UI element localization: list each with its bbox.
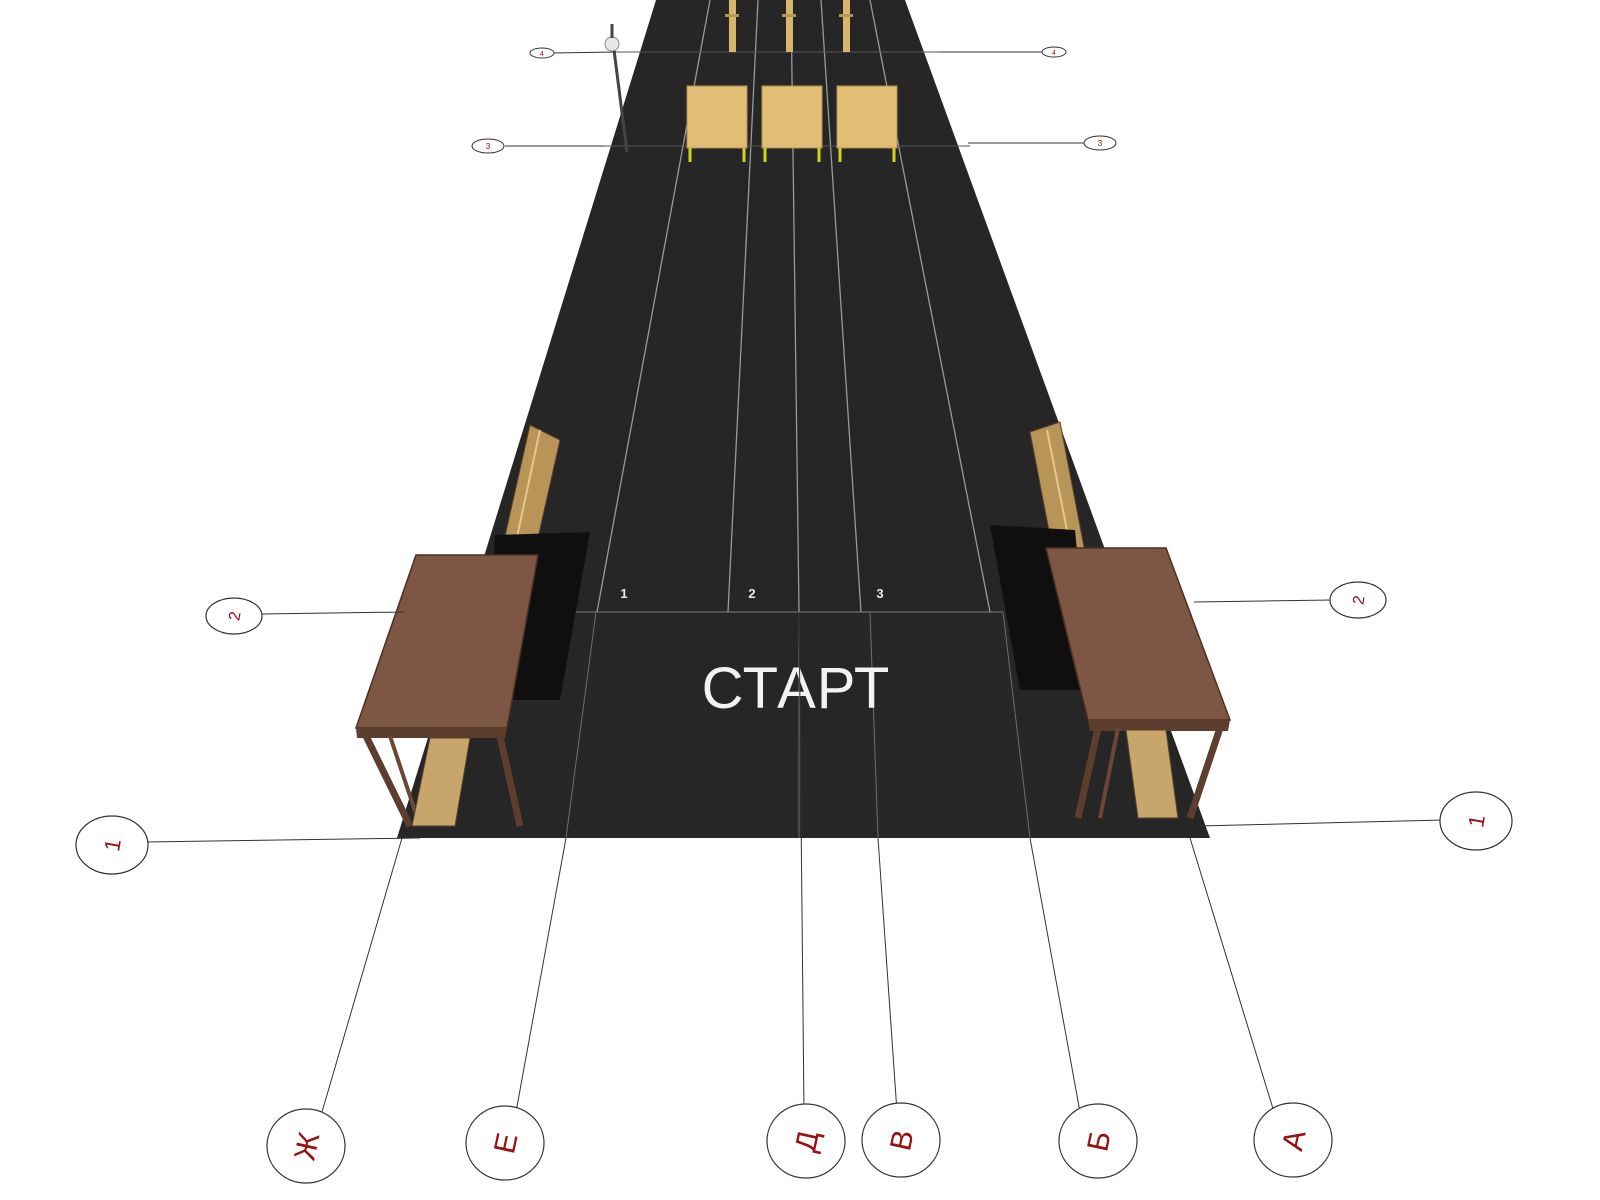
row-axis-bubble: 1 [75,815,149,875]
row-axis-bubbles: 1 1 2 2 3 3 4 4 [75,46,1513,875]
lamp-post [604,24,629,153]
svg-text:3: 3 [486,142,491,151]
lane-line [820,0,862,613]
svg-text:3: 3 [1098,139,1103,148]
start-zone-left-edge [565,611,597,839]
svg-text:4: 4 [1052,50,1056,57]
column-axis-bubble: А [1253,1102,1333,1178]
column-axis-bubble: Б [1058,1103,1138,1179]
svg-text:2: 2 [226,610,244,622]
lane-number: 1 [620,586,627,601]
lane-number: 3 [876,586,883,601]
svg-text:1: 1 [99,837,126,853]
right-canopy-post [1074,727,1102,819]
svg-text:4: 4 [540,51,544,58]
lane-line [727,0,759,613]
start-label: СТАРТ [702,656,891,721]
svg-text:1: 1 [1463,813,1490,829]
far-hurdle-bar [839,14,853,17]
barrier-panels [686,85,898,162]
far-hurdle [729,0,736,52]
column-axis-leaders [321,611,1275,1113]
far-hurdles [725,0,853,52]
left-stand [354,424,590,828]
svg-text:2: 2 [1350,594,1368,606]
lane-number: 2 [748,586,755,601]
left-canopy-post [496,735,524,827]
row-axis-bubble: 2 [1329,581,1387,619]
right-lower-bench [1125,729,1179,819]
row-axis-bubble: 1 [1439,791,1513,851]
far-hurdle-bar [782,14,796,17]
column-axis-bubble: Ж [266,1108,346,1184]
start-zone-mid-line [869,611,879,839]
left-canopy-post [362,734,414,828]
left-canopy-edge [356,728,507,738]
lane-numbers: 1 2 3 [620,586,883,601]
row-axis-bubble: 4 [1041,46,1067,58]
column-axis-bubble: Д [766,1103,846,1179]
row-axis-bubble: 3 [471,138,505,154]
track-surface [397,0,1210,838]
far-hurdle [786,0,793,52]
right-canopy-post [1186,726,1224,820]
row-axis-bubble: 4 [529,47,555,59]
column-axis-bubbles: Ж Е Д В Б А [266,1102,1333,1184]
left-lower-bench [411,737,471,827]
column-axis-bubble: Е [465,1105,545,1181]
barrier-panel [836,85,898,162]
row-axis-bubble: 2 [205,597,263,635]
row-axis-bubble: 3 [1083,135,1117,151]
far-hurdle-bar [725,14,739,17]
left-canopy [354,554,539,729]
row-axis-leaders [144,51,1446,843]
right-stand [990,421,1232,820]
start-zone-right-edge [1002,611,1031,839]
right-canopy-edge [1088,720,1230,731]
column-axis-bubble: В [861,1102,941,1178]
far-hurdle [843,0,850,52]
right-canopy-post [1098,727,1120,819]
barrier-panel [761,85,823,162]
barrier-panel [686,85,748,162]
